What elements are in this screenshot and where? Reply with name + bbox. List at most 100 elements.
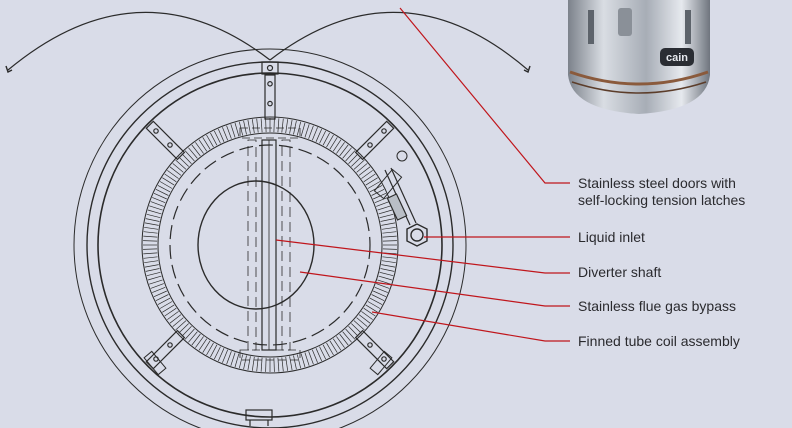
coil-fin: [191, 333, 201, 346]
coil-fin: [243, 355, 247, 370]
coil-fin: [155, 294, 169, 302]
coil-fin: [230, 124, 236, 138]
coil-fin: [365, 304, 378, 313]
coil-fin: [332, 139, 342, 152]
coil-fin: [311, 349, 318, 363]
coil-fin: [308, 125, 314, 139]
coil-fin: [336, 336, 345, 348]
coil-fin: [332, 338, 342, 351]
callout-flue-gas-bypass-text: Stainless flue gas bypass: [578, 298, 736, 314]
coil-fin: [281, 118, 284, 133]
coil-fin: [353, 320, 365, 331]
coil-fin: [382, 256, 397, 259]
coil-fin: [285, 119, 289, 134]
coil-fin: [376, 201, 390, 207]
coil-fin: [147, 209, 162, 215]
coil-fin: [300, 353, 306, 368]
coil-fin: [162, 304, 175, 313]
coil-fin: [367, 181, 381, 189]
coil-fin: [381, 260, 396, 264]
door-handle-left: [5, 65, 13, 73]
coil-fin: [181, 153, 192, 164]
coil-fin: [378, 209, 393, 215]
coil-fin: [178, 323, 189, 334]
coil-fin: [172, 163, 184, 173]
callout-doors: Stainless steel doors with self-locking …: [578, 175, 745, 209]
coil-fin: [382, 240, 397, 242]
coil-fin: [336, 142, 345, 154]
coil-fin: [322, 132, 330, 146]
coil-fin: [348, 153, 359, 164]
coil-fin: [157, 297, 171, 305]
coil-fin: [169, 314, 182, 324]
door-handle-right: [523, 65, 531, 73]
coil-fin: [285, 356, 289, 371]
coil-fin: [159, 181, 173, 189]
coil-fin: [184, 150, 195, 162]
coil-fin: [329, 340, 338, 353]
coil-fin: [265, 118, 267, 133]
callout-doors-line-2: self-locking tension latches: [578, 192, 746, 208]
leader-doors: [399, 7, 570, 184]
coil-fin: [300, 122, 306, 137]
top-hinge: [261, 61, 279, 75]
coil-fin: [351, 323, 362, 334]
cain-logo-badge: [660, 48, 694, 66]
leader-shaft: [275, 239, 570, 274]
coil-fin: [167, 311, 179, 320]
coil-fin: [365, 177, 378, 186]
coil-fin: [380, 268, 395, 272]
coil-fin: [150, 201, 164, 207]
callout-flue-gas-bypass: Stainless flue gas bypass: [578, 298, 736, 315]
coil-fin: [296, 354, 302, 369]
coil-fin: [217, 128, 225, 142]
coil-fin: [226, 125, 232, 139]
coil-fin: [238, 354, 244, 369]
coil-fin: [153, 290, 167, 298]
coil-fin: [251, 119, 255, 134]
coil-fin: [293, 355, 297, 370]
coil-fin: [367, 301, 381, 309]
coil-fin: [143, 248, 158, 250]
coil-fin: [260, 118, 263, 133]
coil-fin: [356, 163, 368, 173]
coil-fin: [206, 134, 214, 148]
callout-finned-coil-text: Finned tube coil assembly: [578, 333, 740, 349]
coil-fin: [210, 344, 218, 358]
coil-fin: [184, 328, 195, 340]
coil-fin: [322, 344, 330, 358]
coil-fin: [164, 173, 177, 183]
coil-fin: [342, 331, 352, 343]
callout-diverter-shaft-text: Diverter shaft: [578, 264, 662, 280]
coil-fin: [256, 357, 259, 372]
coil-fin: [198, 338, 208, 351]
coil-fin: [348, 326, 359, 337]
coil-fin: [238, 121, 244, 136]
coil-fin: [145, 268, 160, 272]
coil-fin: [149, 205, 163, 211]
coil-fin: [373, 290, 387, 298]
coil-fin: [381, 226, 396, 230]
coil-fin: [319, 130, 327, 144]
coil-fin: [152, 286, 166, 293]
outer-housing: [73, 48, 467, 428]
coil-fin: [150, 283, 164, 289]
coil-fin: [175, 159, 187, 170]
coil-fin: [304, 124, 310, 138]
flange-ring: [97, 72, 443, 418]
coil-fin: [382, 235, 397, 238]
product-photo: cain: [568, 0, 710, 114]
coil-fin: [191, 144, 201, 157]
coil-fin: [213, 130, 221, 144]
coil-fin: [143, 231, 158, 234]
coil-fin: [213, 346, 221, 360]
coil-fin: [222, 349, 229, 363]
tension-rod: [384, 167, 417, 226]
coil-fin: [281, 357, 284, 372]
bypass-ring: [169, 144, 371, 346]
coil-fin: [308, 351, 314, 365]
coil-fin: [147, 275, 162, 281]
liquid-inlet-fitting: [406, 223, 428, 247]
finned-coil: [143, 118, 397, 372]
